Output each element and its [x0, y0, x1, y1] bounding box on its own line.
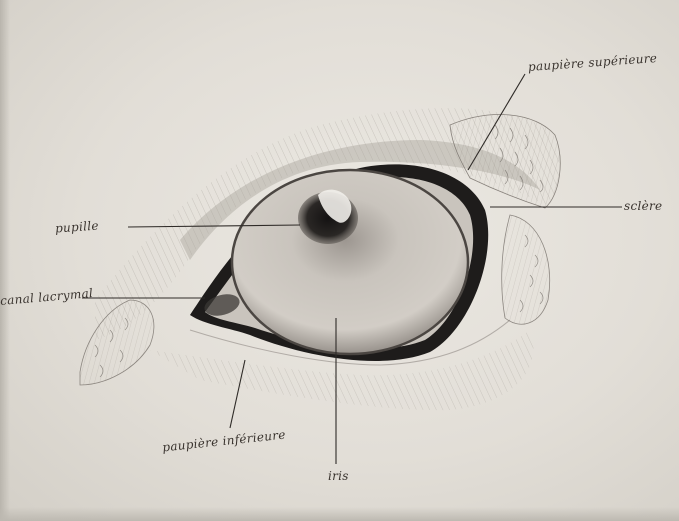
label-sclera: sclère: [624, 199, 662, 213]
left-scales: [80, 300, 154, 385]
label-iris: iris: [328, 469, 349, 483]
right-scales: [502, 215, 550, 324]
